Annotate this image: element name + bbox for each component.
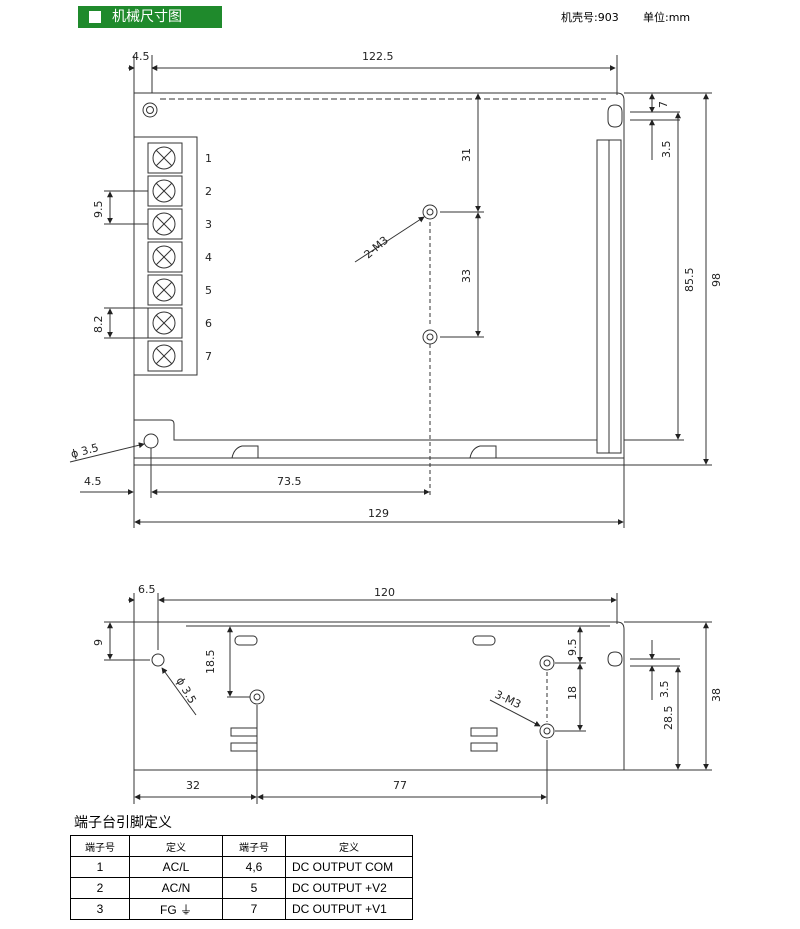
dim-label: 77 <box>393 779 407 792</box>
square-bullet-icon <box>89 11 101 23</box>
dim-label: 129 <box>368 507 389 520</box>
dim-label: 9.5 <box>92 201 105 219</box>
dim-label: 38 <box>710 688 723 702</box>
terminal-block <box>133 136 198 376</box>
pin-table-title: 端子台引脚定义 <box>74 815 172 831</box>
table-row: 1 AC/L 4,6 DC OUTPUT COM <box>70 856 413 878</box>
table-row: 3 FG ⏚ 7 DC OUTPUT +V1 <box>70 898 413 920</box>
dim-label: 31 <box>460 148 473 162</box>
side-view-labels: 6.5 120 9 18.5 ϕ 3.5 9.5 18 3-M3 3.5 28.… <box>92 583 723 792</box>
vent-slot <box>470 727 498 737</box>
section-title: 机械尺寸图 <box>112 9 182 25</box>
table-cell: 5 <box>222 877 286 899</box>
column-header: 定义 <box>129 835 223 857</box>
terminal-number: 1 <box>205 152 212 165</box>
dim-label: 9.5 <box>566 639 579 657</box>
dim-label: 3.5 <box>660 141 673 159</box>
unit-label: 单位:mm <box>643 11 691 24</box>
foot-clip <box>231 445 259 459</box>
dim-label: 120 <box>374 586 395 599</box>
dim-label: 85.5 <box>683 268 696 293</box>
side-slot <box>607 651 623 667</box>
table-cell: 2 <box>70 877 130 899</box>
section-title-bar: 机械尺寸图 <box>78 6 222 28</box>
m3-hole <box>539 655 555 671</box>
table-cell: 3 <box>70 898 130 920</box>
dim-label: 32 <box>186 779 200 792</box>
table-header-row: 端子号 定义 端子号 定义 <box>70 835 413 857</box>
dim-label: 122.5 <box>362 50 394 63</box>
dim-label: 28.5 <box>662 706 675 731</box>
vent-slot <box>472 635 496 646</box>
vent-slot <box>234 635 258 646</box>
dim-label: 73.5 <box>277 475 302 488</box>
foot-clip <box>469 445 497 459</box>
vent-slot <box>230 727 258 737</box>
dim-label: 4.5 <box>84 475 102 488</box>
mount-slot <box>607 104 623 128</box>
table-cell: DC OUTPUT COM <box>285 856 413 878</box>
dim-label: 3.5 <box>658 681 671 699</box>
column-header: 端子号 <box>222 835 286 857</box>
side-view <box>104 593 712 804</box>
dim-label: ϕ 3.5 <box>173 675 198 706</box>
terminal-number: 4 <box>205 251 212 264</box>
vent-slot <box>230 742 258 752</box>
m3-hole <box>539 723 555 739</box>
table-cell: FG ⏚ <box>129 898 223 920</box>
dim-label: 2-M3 <box>362 234 391 262</box>
terminal-number: 7 <box>205 350 212 363</box>
table-cell: 4,6 <box>222 856 286 878</box>
case-number: 机壳号:903 <box>561 11 619 24</box>
mounting-hole <box>143 433 159 449</box>
dim-label: 18 <box>566 686 579 700</box>
vent-slot <box>470 742 498 752</box>
m3-hole <box>422 204 438 220</box>
terminal-number: 5 <box>205 284 212 297</box>
dim-label: 8.2 <box>92 316 105 334</box>
terminal-screws <box>147 142 183 372</box>
top-view <box>69 55 712 528</box>
column-header: 端子号 <box>70 835 130 857</box>
table-row: 2 AC/N 5 DC OUTPUT +V2 <box>70 877 413 899</box>
dim-label: 9 <box>92 639 105 646</box>
table-cell: AC/L <box>129 856 223 878</box>
terminal-number: 6 <box>205 317 212 330</box>
table-cell: 7 <box>222 898 286 920</box>
dim-label: 18.5 <box>204 650 217 675</box>
mounting-hole <box>151 653 165 667</box>
m3-hole <box>249 689 265 705</box>
dim-label: 98 <box>710 273 723 287</box>
table-cell: DC OUTPUT +V1 <box>285 898 413 920</box>
pin-definition-table: 端子号 定义 端子号 定义 1 AC/L 4,6 DC OUTPUT COM 2… <box>70 835 413 920</box>
table-cell: 1 <box>70 856 130 878</box>
dim-label: 4.5 <box>132 50 150 63</box>
column-header: 定义 <box>285 835 413 857</box>
chassis-outline <box>133 92 625 466</box>
dim-label: 33 <box>460 269 473 283</box>
terminal-number: 2 <box>205 185 212 198</box>
table-cell: AC/N <box>129 877 223 899</box>
table-cell: DC OUTPUT +V2 <box>285 877 413 899</box>
m3-hole <box>422 329 438 345</box>
bottom-notch <box>134 419 597 441</box>
corner-screw <box>142 102 158 118</box>
dim-label: 3-M3 <box>493 688 523 711</box>
side-outline <box>133 621 625 771</box>
terminal-number: 3 <box>205 218 212 231</box>
dim-label: 6.5 <box>138 583 156 596</box>
dim-label: 7 <box>657 101 670 108</box>
top-view-labels: 4.5 122.5 7 3.5 85.5 98 31 33 2-M3 9.5 8… <box>69 50 723 520</box>
